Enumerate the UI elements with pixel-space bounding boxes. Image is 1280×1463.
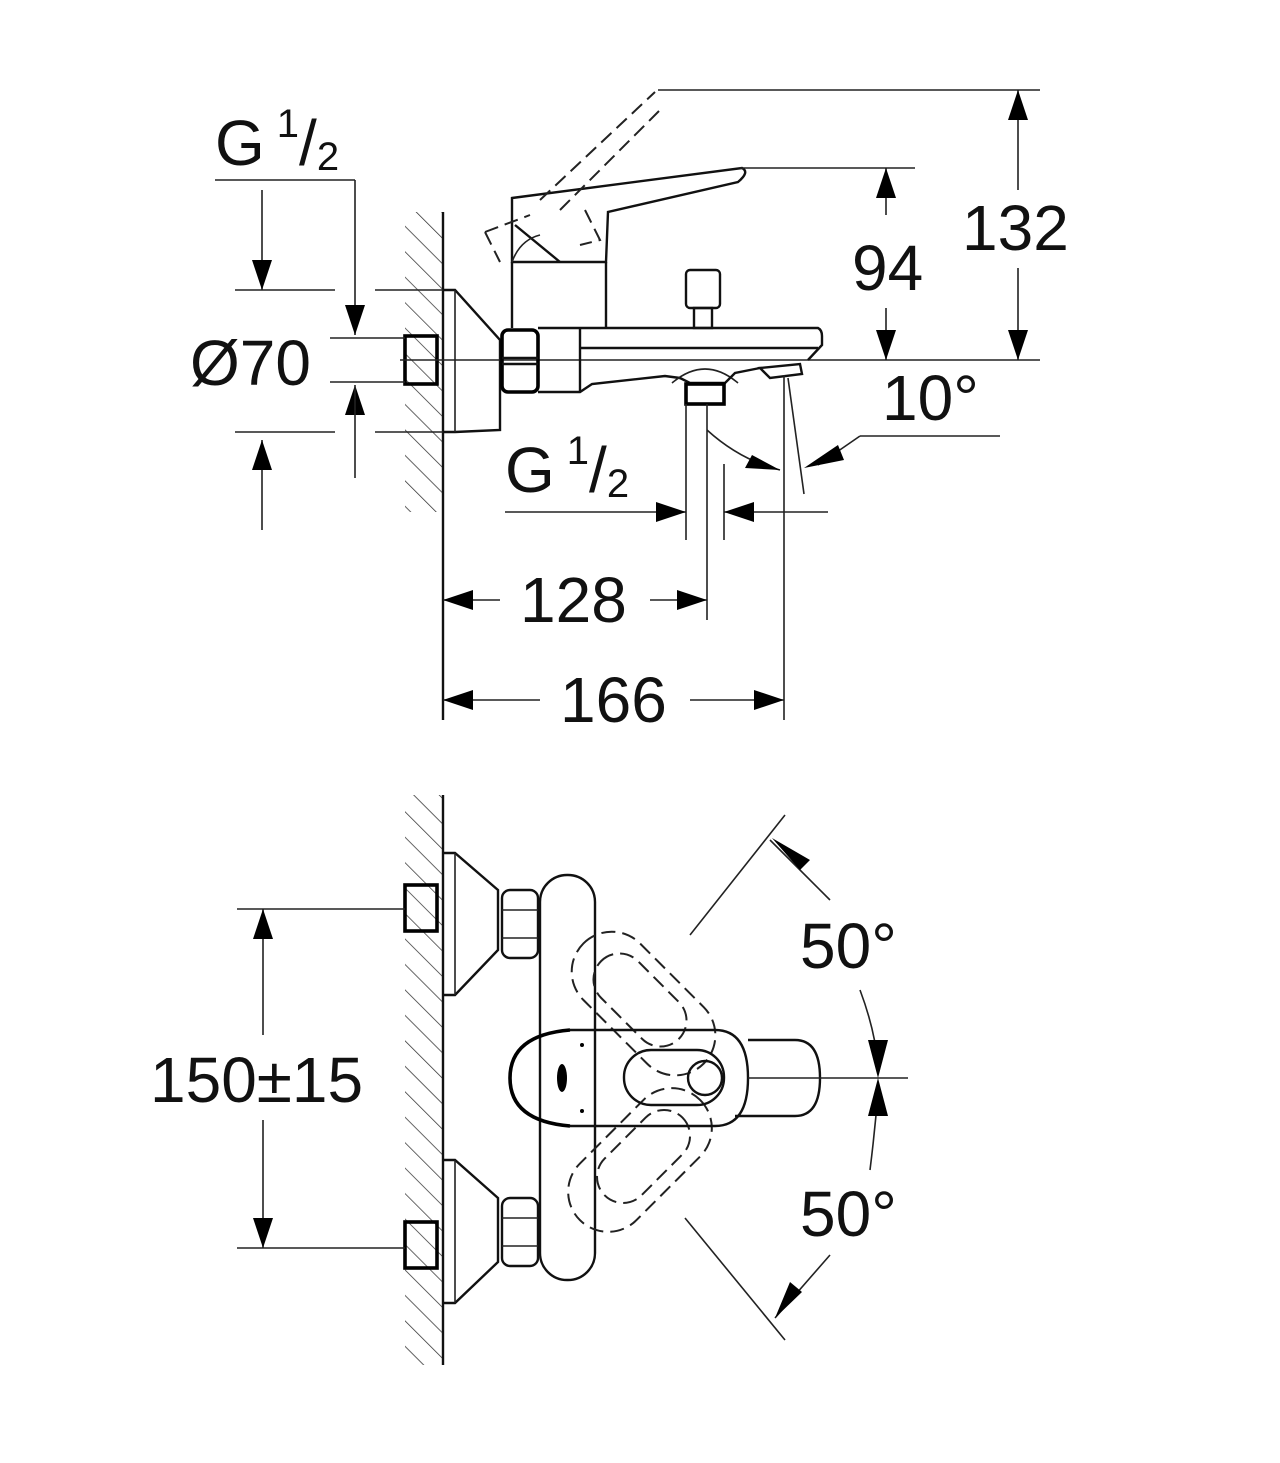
connection-nut xyxy=(500,328,540,394)
lever xyxy=(510,166,747,264)
mixer-body-top xyxy=(538,873,597,1282)
depth-outlet-label: 128 xyxy=(520,564,627,636)
escutcheon-diameter-label: Ø70 xyxy=(190,327,311,399)
rotation-up-label: 50° xyxy=(800,910,897,982)
escutcheon-lower xyxy=(443,1158,500,1305)
depth-spout-label: 166 xyxy=(560,664,667,736)
escutcheon-upper xyxy=(443,851,500,997)
rotation-down-label: 50° xyxy=(800,1178,897,1250)
centres-label: 150±15 xyxy=(150,1044,363,1116)
bath-outlet xyxy=(684,382,726,406)
lever-grip xyxy=(622,1048,726,1107)
wall-hatching xyxy=(405,795,443,1365)
inlet-fitting-lower xyxy=(403,1220,439,1270)
height-max-label: 132 xyxy=(962,192,1069,264)
escutcheon xyxy=(443,288,502,434)
diverter-knob xyxy=(684,268,722,310)
top-view: 150±15 50° 50° xyxy=(150,795,908,1365)
inlet-fitting-upper xyxy=(403,883,439,933)
height-lever-label: 94 xyxy=(852,232,923,304)
mixer-body xyxy=(538,326,824,361)
lever-pivot xyxy=(686,1059,724,1097)
spout xyxy=(757,362,804,380)
spout-angle-label: 10° xyxy=(882,362,979,434)
lever-raised-outline xyxy=(484,91,661,263)
